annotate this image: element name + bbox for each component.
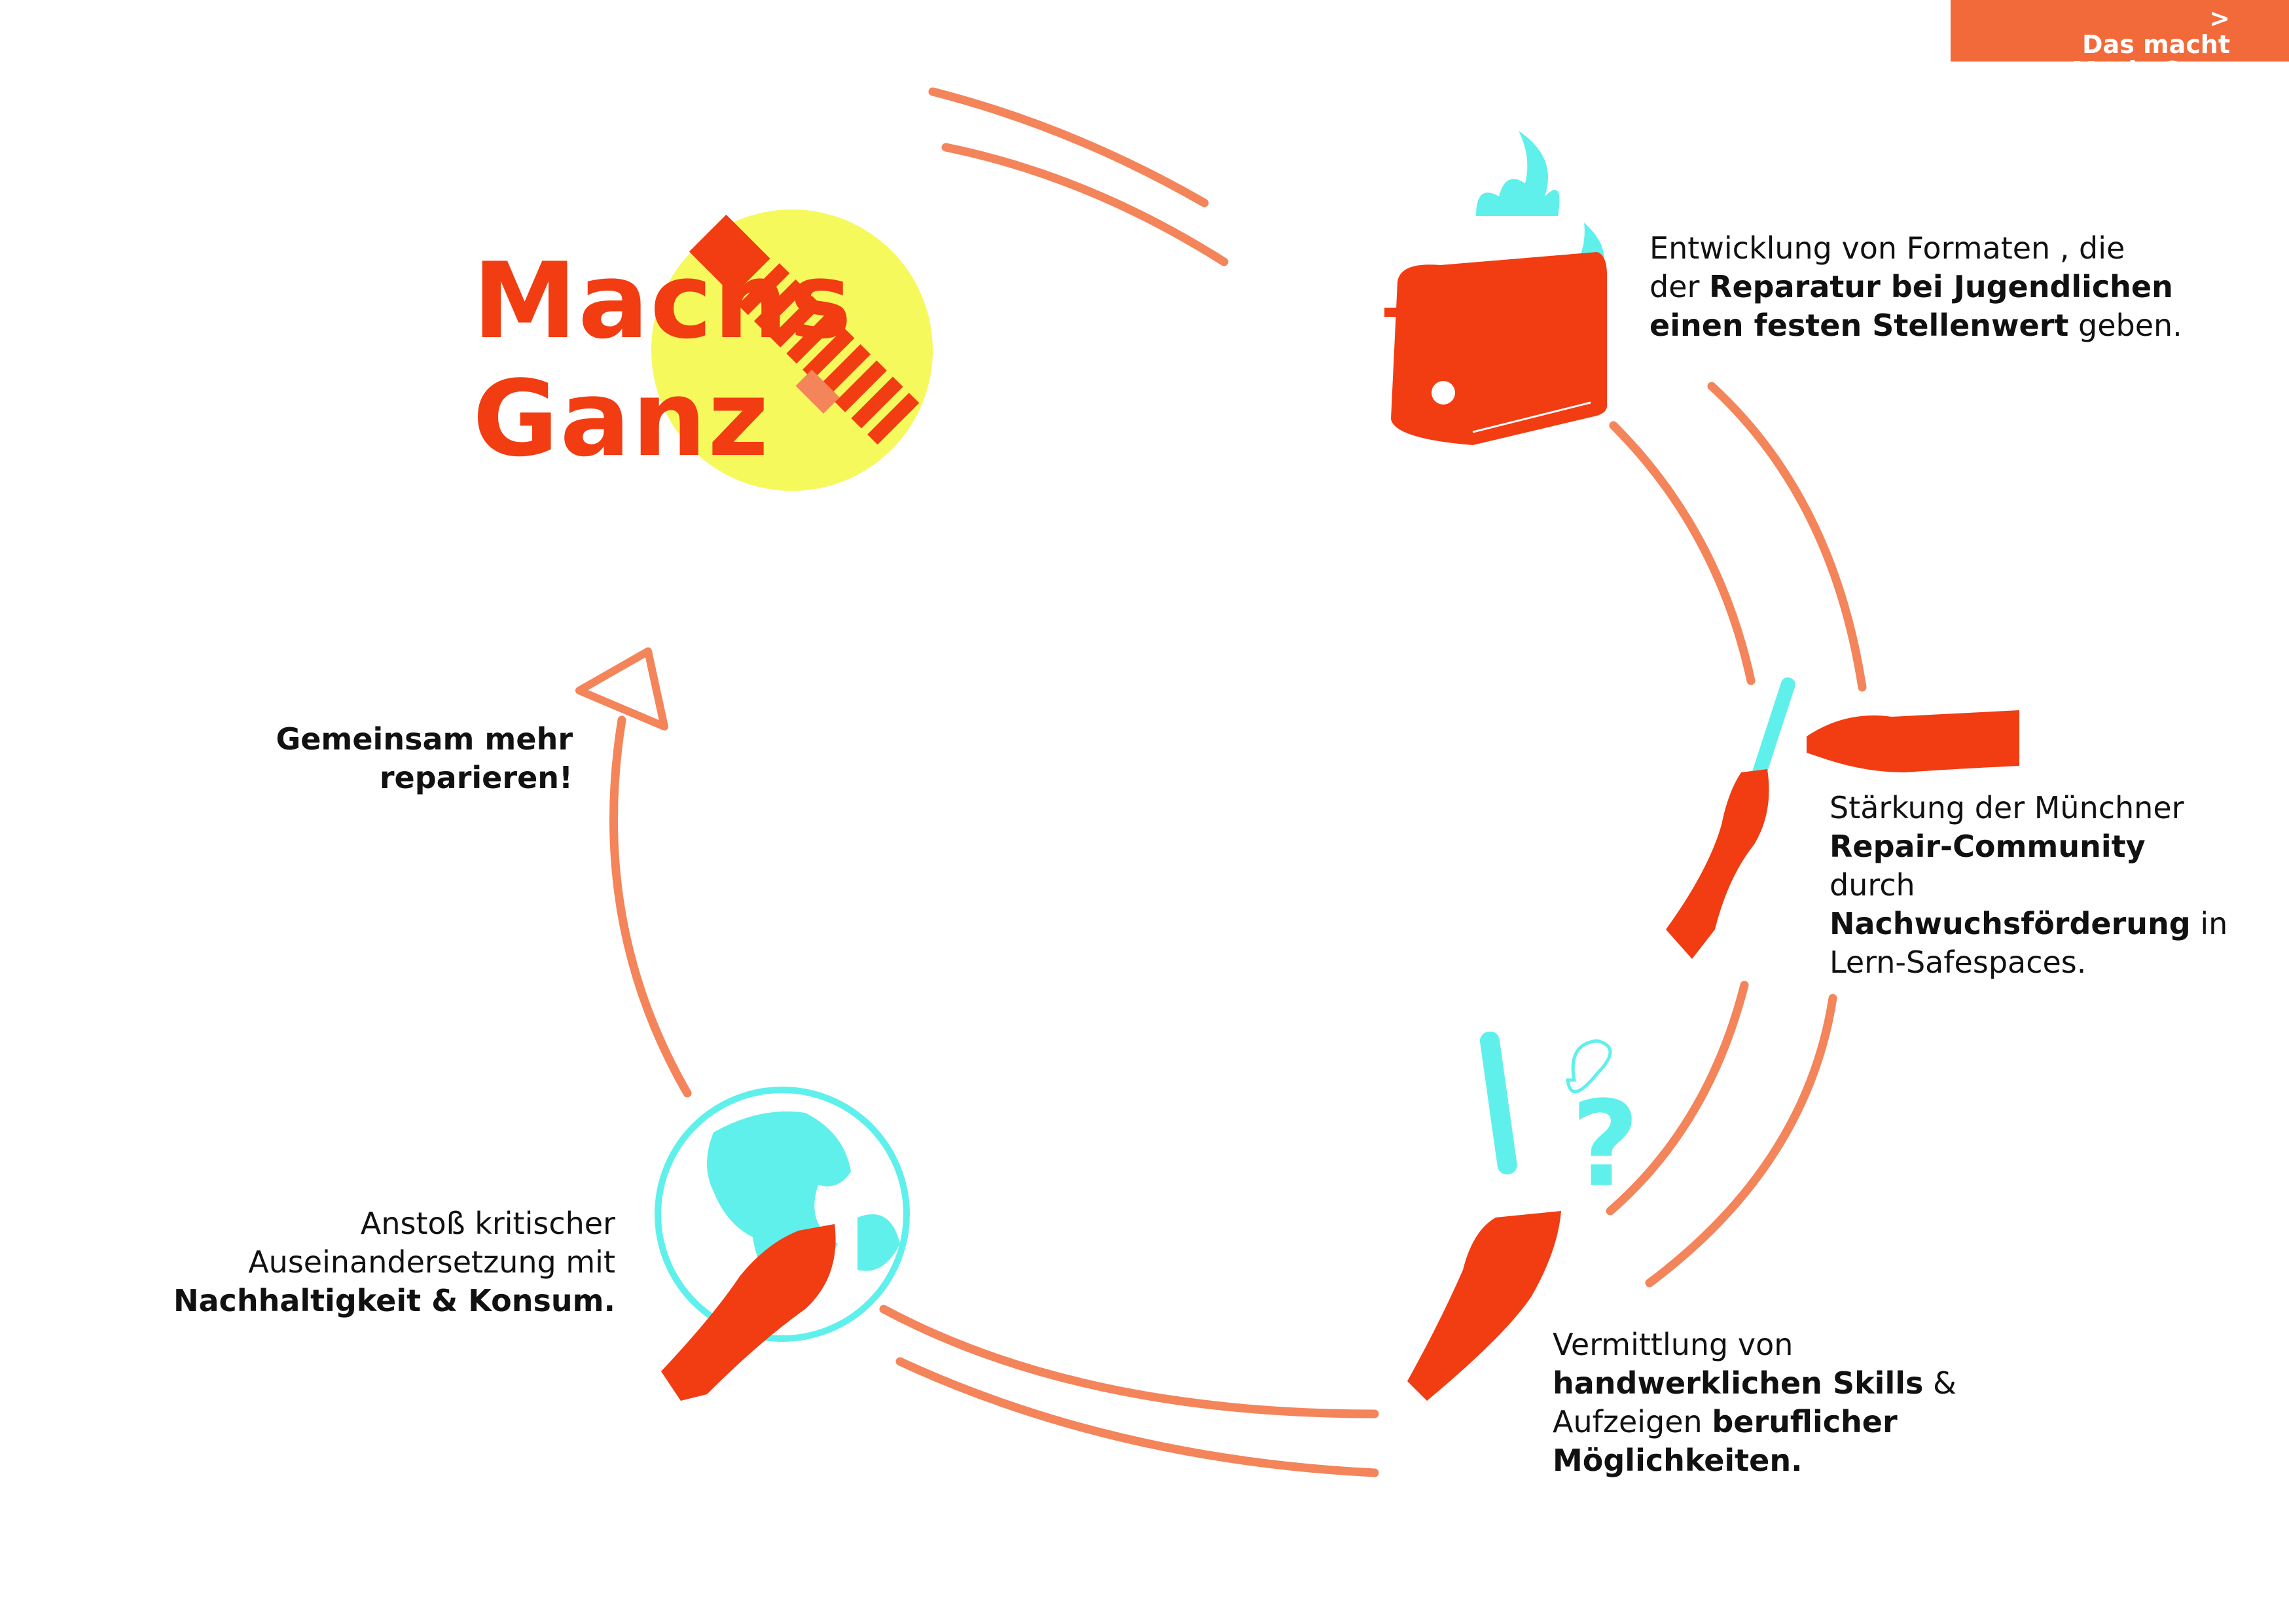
item-skills-line1: Vermittlung von <box>1553 1327 1793 1362</box>
nav-tab-das-macht-machsganz[interactable]: > Das macht MachsGanz <box>1951 0 2289 84</box>
item-skills-line3-a: Aufzeigen <box>1553 1404 1712 1439</box>
item-community-line1: Stärkung der Münchner <box>1829 790 2184 825</box>
item-formats-line2-b: Reparatur bei Jugendlichen <box>1709 269 2173 304</box>
arc-left <box>609 715 692 1098</box>
arc-bottom-outer <box>879 1305 1379 1418</box>
slogan: Gemeinsam mehr reparieren! <box>249 720 573 797</box>
logo-line2: Ganz <box>473 357 770 480</box>
toaster-icon <box>1384 131 1607 445</box>
arc-rightlow-inner <box>1606 981 1749 1216</box>
bolt-icon <box>689 214 920 445</box>
item-community-line3: durch <box>1829 867 1915 903</box>
nav-tab-line2: MachsGanz <box>2072 56 2230 85</box>
arc-rightlow-outer <box>1645 994 1837 1288</box>
item-formats-line3-a: einen festen Stellenwert <box>1649 308 2069 343</box>
arc-top-outer <box>928 87 1209 208</box>
logo-line1: Machs <box>473 240 854 362</box>
arc-right-outer <box>1707 382 1867 692</box>
logo-wordmark: Machs Ganz <box>473 242 853 478</box>
item-skills-line2-a: handwerklichen Skills <box>1553 1365 1924 1401</box>
chevron-right-icon: > <box>2209 4 2230 33</box>
item-formats-text: Entwicklung von Formaten , die der Repar… <box>1649 229 2212 345</box>
item-sustainability-line1: Anstoß kritischer <box>360 1206 615 1241</box>
item-community-line4-b: in <box>2190 906 2228 941</box>
slogan-line2: reparieren! <box>379 760 573 795</box>
item-sustainability-line2: Auseinandersetzung mit <box>248 1244 615 1280</box>
item-formats-line2-a: der <box>1649 269 1710 304</box>
item-community-line2: Repair-Community <box>1829 829 2146 864</box>
globe-hand-icon <box>655 1087 910 1401</box>
svg-text:?: ? <box>1571 1076 1639 1213</box>
slogan-line1: Gemeinsam mehr <box>276 721 573 757</box>
item-community-line5: Lern-Safespaces. <box>1829 945 2087 980</box>
item-skills-line3-b: beruflicher <box>1712 1404 1898 1439</box>
nav-tab-line1: Das macht <box>2082 30 2230 59</box>
arrowhead-icon <box>575 647 668 731</box>
item-community-text: Stärkung der Münchner Repair-Community d… <box>1829 789 2275 982</box>
question-tools-icon: ? <box>1407 1031 1639 1401</box>
item-skills-line2-b: & <box>1923 1365 1956 1401</box>
item-community-line4-a: Nachwuchsförderung <box>1829 906 2191 941</box>
item-sustainability-line3: Nachhaltigkeit & Konsum. <box>173 1283 615 1318</box>
item-formats-line1: Entwicklung von Formaten , die <box>1649 230 2125 266</box>
arc-right-inner <box>1609 421 1756 685</box>
item-formats-line3-b: geben. <box>2068 308 2182 343</box>
item-skills-text: Vermittlung von handwerklichen Skills & … <box>1553 1326 1998 1480</box>
hands-screwdriver-icon <box>1666 677 2019 959</box>
item-skills-line4: Möglichkeiten. <box>1553 1443 1803 1478</box>
arc-top-inner <box>941 143 1229 266</box>
arc-bottom-inner <box>895 1357 1379 1477</box>
item-sustainability-text: Anstoß kritischer Auseinandersetzung mit… <box>151 1204 615 1320</box>
